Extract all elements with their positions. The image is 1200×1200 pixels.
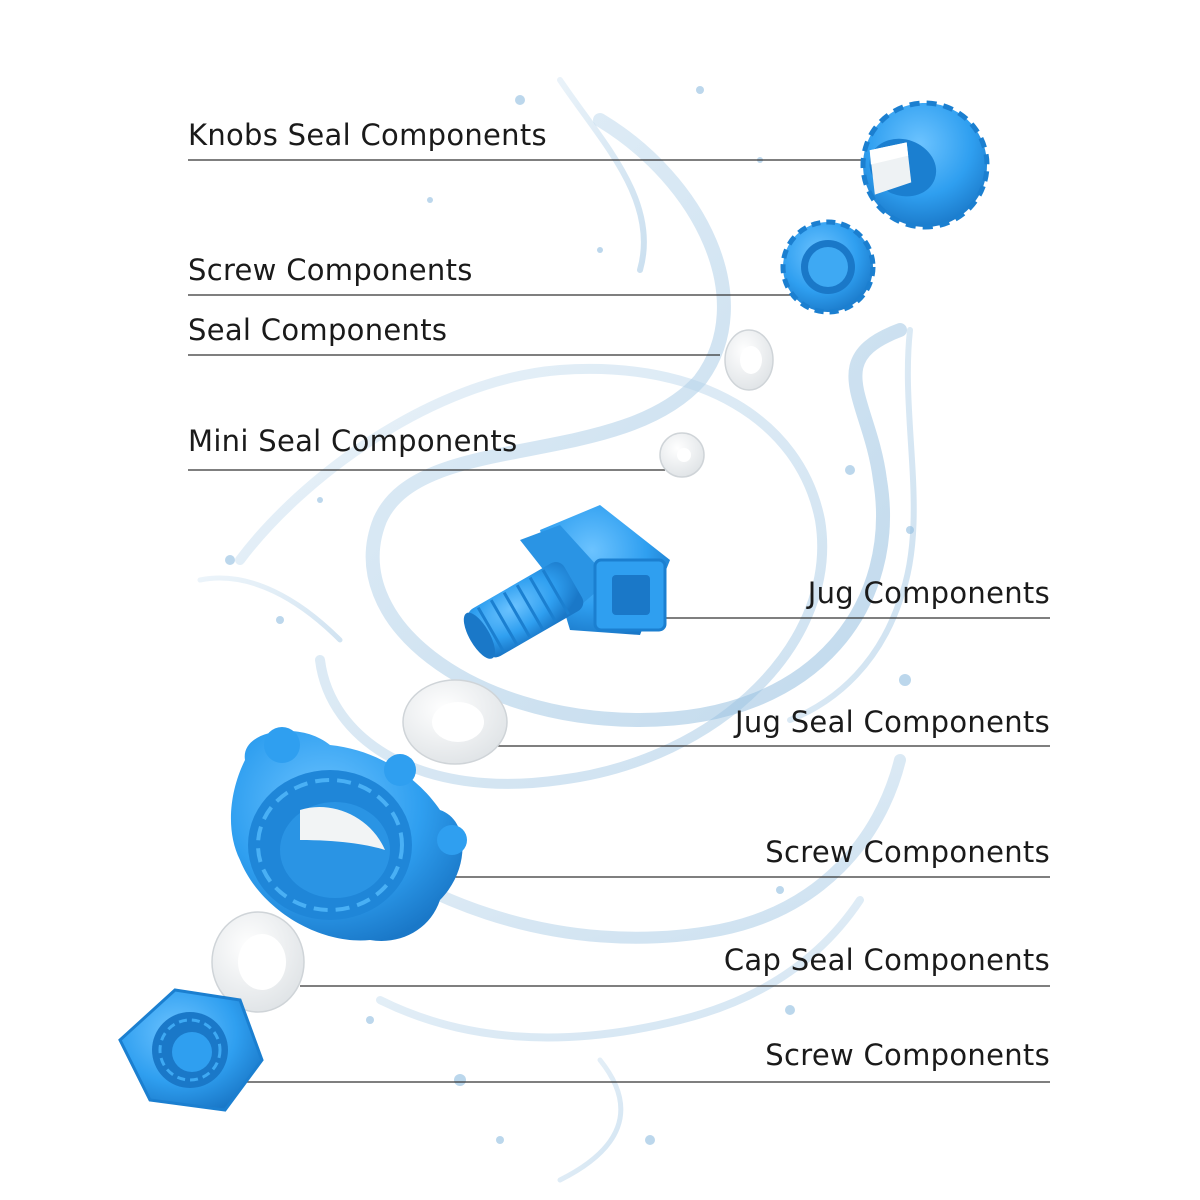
label-screw-components-bottom: Screw Components xyxy=(765,1038,1050,1072)
large-cap-part xyxy=(230,727,467,941)
label-screw-components-middle: Screw Components xyxy=(765,835,1050,869)
label-cap-seal-components: Cap Seal Components xyxy=(723,943,1050,977)
cap-seal-ring xyxy=(211,911,305,1013)
jug-spout-part xyxy=(463,505,670,659)
hex-nut-part xyxy=(118,988,264,1112)
label-knobs-seal-components: Knobs Seal Components xyxy=(188,118,547,152)
label-screw-components-top: Screw Components xyxy=(188,253,473,287)
label-jug-seal-components: Jug Seal Components xyxy=(734,705,1050,739)
label-seal-components: Seal Components xyxy=(188,313,448,347)
label-mini-seal-components: Mini Seal Components xyxy=(188,424,518,458)
screw-ring-top xyxy=(780,219,876,315)
jug-seal-ring xyxy=(402,679,508,765)
knob-seal-part xyxy=(860,100,990,230)
mini-seal-ring xyxy=(659,432,705,478)
leader-lines xyxy=(188,159,1050,1083)
label-jug-components: Jug Components xyxy=(807,576,1050,610)
seal-ring xyxy=(724,329,774,391)
